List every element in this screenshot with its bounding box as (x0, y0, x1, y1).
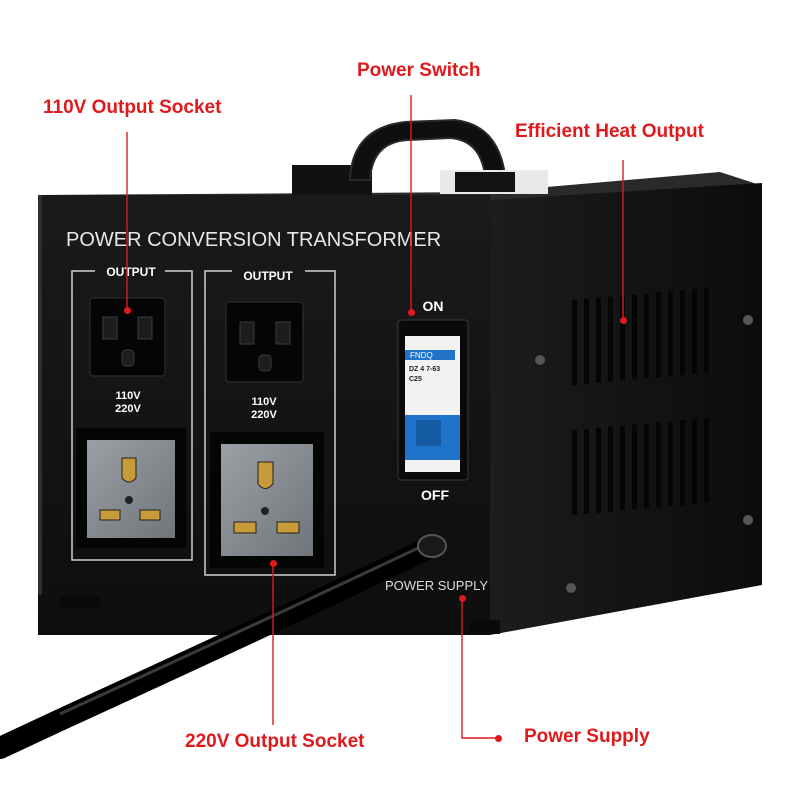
power-supply-label: POWER SUPPLY (385, 578, 488, 593)
pointer-dot-power-supply (459, 595, 466, 602)
callout-power-supply: Power Supply (524, 726, 650, 747)
vent-slot (704, 287, 709, 373)
pointer-dot-110v (124, 307, 131, 314)
socket-universal-left (76, 428, 186, 548)
callout-220v-output-socket: 220V Output Socket (185, 731, 365, 752)
vent-slot (596, 297, 601, 383)
socket-110v-right (225, 301, 304, 383)
output-right-label: OUTPUT (243, 269, 293, 283)
power-switch-breaker[interactable] (397, 319, 469, 481)
heat-vents (572, 287, 709, 515)
breaker-brand: FNDQ (410, 351, 433, 360)
vent-slot (632, 424, 637, 510)
vent-slot (584, 298, 589, 384)
switch-off-label: OFF (421, 487, 449, 503)
breaker-model: DZ 4 7-63 (409, 366, 440, 373)
callout-power-switch: Power Switch (357, 60, 481, 81)
callout-110v-output-socket: 110V Output Socket (43, 97, 222, 118)
callout-efficient-heat-output: Efficient Heat Output (515, 121, 704, 142)
socket-110v-left (89, 297, 166, 377)
vent-slot (620, 295, 625, 381)
pointer-dot-220v (270, 560, 277, 567)
pointer-dot-power-switch (408, 309, 415, 316)
voltage-right-220: 220V (251, 409, 277, 421)
foot (470, 620, 500, 634)
vent-slot (584, 428, 589, 514)
screw (743, 515, 753, 525)
foot (60, 595, 100, 609)
vent-slot (632, 294, 637, 380)
output-left-label: OUTPUT (106, 265, 156, 279)
voltage-right-110: 110V (251, 396, 277, 408)
vent-slot (680, 290, 685, 376)
side-panel (490, 183, 762, 635)
vent-slot (668, 421, 673, 507)
vent-slot (692, 289, 697, 374)
screw (566, 583, 576, 593)
vent-slot (644, 423, 649, 509)
output-group-left-frame (71, 270, 193, 561)
vent-slot (596, 427, 601, 513)
pointer-dot-power-supply-end (495, 735, 502, 742)
vent-slot (608, 296, 613, 382)
vent-slot (692, 419, 697, 504)
socket-universal-right (210, 432, 324, 568)
breaker-rating: C25 (409, 376, 422, 383)
vent-slot (704, 417, 709, 503)
screw (743, 315, 753, 325)
vent-slot (656, 422, 661, 508)
vent-slot (644, 293, 649, 379)
vent-slot (572, 430, 577, 515)
vent-slot (608, 426, 613, 512)
leader-lines (126, 95, 624, 739)
voltage-left-110: 110V (115, 390, 141, 402)
vent-slot (620, 425, 625, 511)
panel-title: POWER CONVERSION TRANSFORMER (66, 229, 441, 251)
pointer-dot-heat-output (620, 317, 627, 324)
output-group-right-frame (204, 270, 336, 576)
vent-slot (572, 300, 577, 385)
screw (535, 355, 545, 365)
switch-on-label: ON (423, 298, 444, 314)
vent-slot (680, 420, 685, 506)
carry-handle (292, 118, 548, 195)
vent-slot (668, 291, 673, 377)
voltage-left-220: 220V (115, 403, 141, 415)
vent-slot (656, 292, 661, 378)
